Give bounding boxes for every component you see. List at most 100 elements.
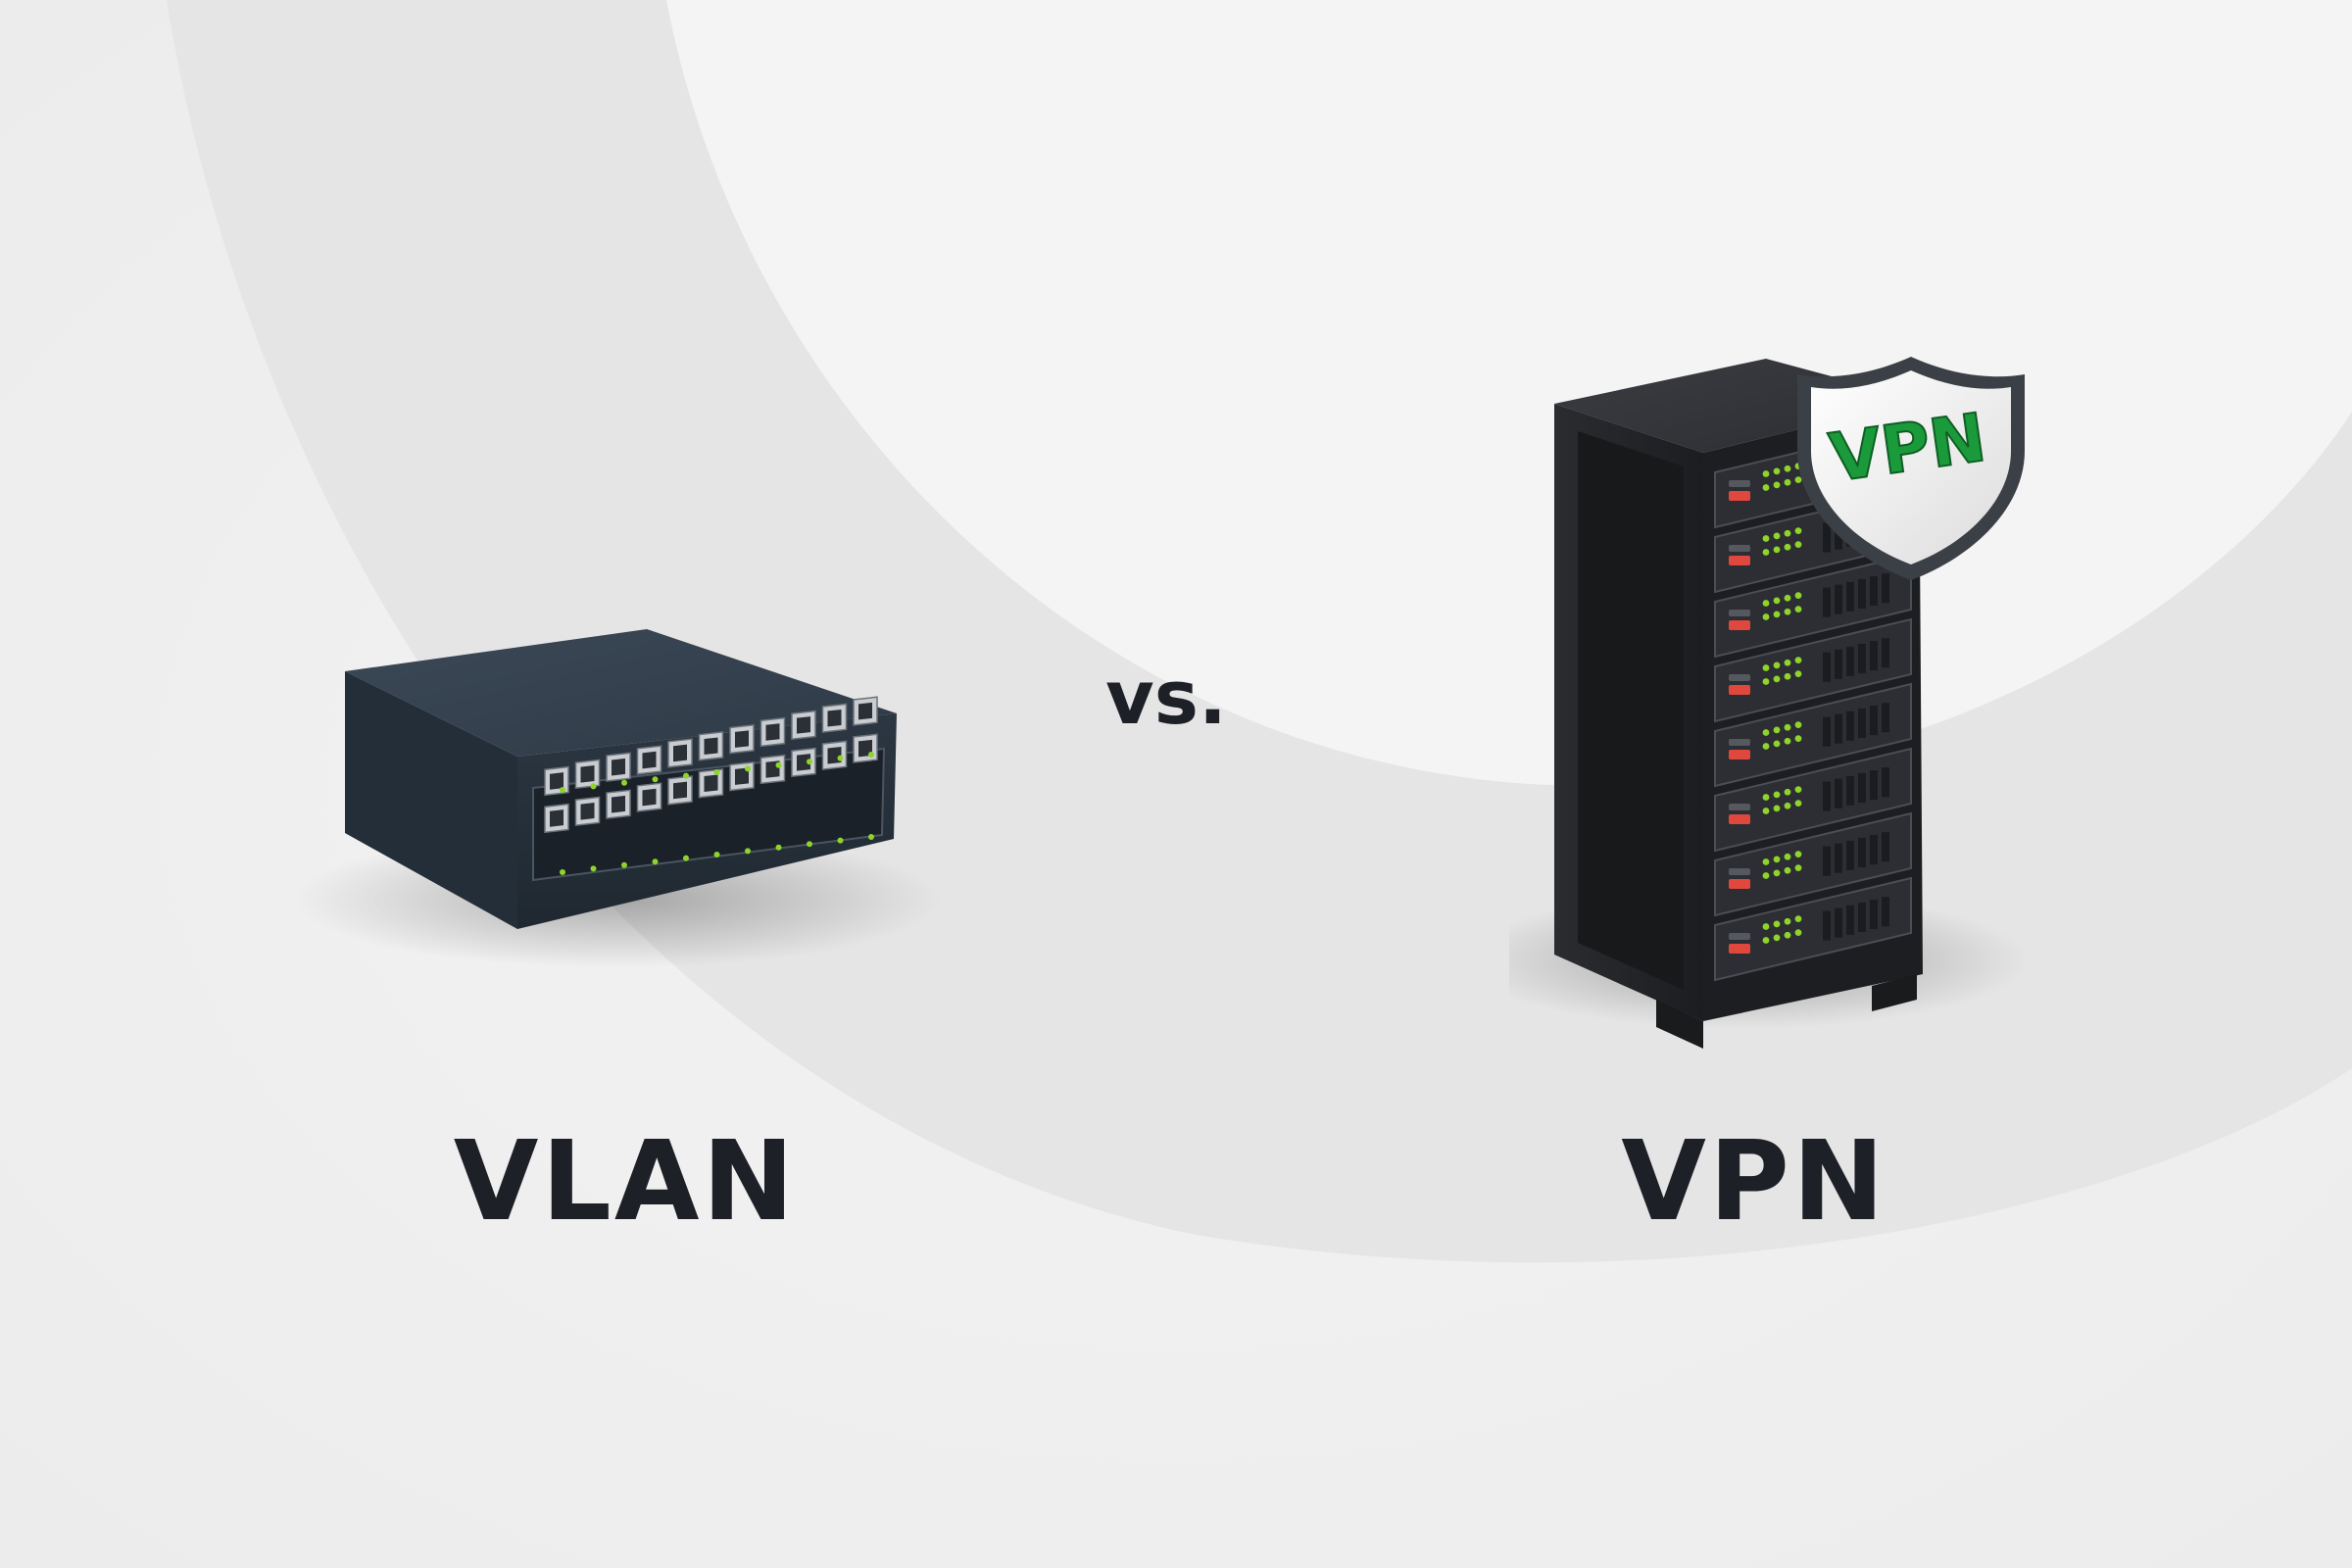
server-led (1773, 481, 1781, 489)
status-led (868, 834, 874, 840)
ethernet-port-socket (827, 709, 842, 727)
ethernet-port-socket (550, 809, 564, 827)
ethernet-port-socket (797, 754, 810, 771)
server-rack-icon: VPN (1509, 357, 2029, 1049)
ethernet-port-socket (735, 767, 749, 785)
server-led (1784, 672, 1791, 680)
server-led (1794, 606, 1802, 612)
server-led (1762, 794, 1770, 801)
ethernet-port-socket (704, 737, 718, 756)
server-led (1794, 915, 1802, 922)
status-led (652, 858, 659, 865)
server-led (1794, 657, 1802, 663)
vlan-label: VLAN (453, 1118, 798, 1246)
server-led (1762, 613, 1770, 620)
server-red-indicator (1729, 879, 1750, 889)
server-red-indicator (1729, 620, 1750, 630)
status-led (837, 837, 844, 844)
server-led (1762, 678, 1770, 685)
status-led (652, 776, 659, 783)
status-led (560, 787, 565, 793)
server-red-indicator (1729, 814, 1750, 824)
server-led (1794, 541, 1802, 548)
rack-foot-left (1656, 1000, 1703, 1049)
server-red-indicator (1729, 750, 1750, 760)
server-led (1762, 743, 1770, 750)
status-led (775, 844, 782, 851)
server-led (1773, 920, 1781, 928)
server-led (1762, 600, 1770, 607)
server-red-indicator (1729, 944, 1750, 954)
status-led (807, 841, 812, 848)
server-led (1794, 800, 1802, 807)
server-led (1794, 929, 1802, 936)
server-vent (1870, 706, 1878, 736)
server-vent (1858, 643, 1866, 673)
server-led (1773, 467, 1781, 475)
server-vent (1823, 781, 1831, 811)
server-red-indicator (1729, 556, 1750, 565)
server-vent (1858, 837, 1866, 867)
status-led (560, 869, 565, 875)
vpn-label: VPN (1621, 1118, 1887, 1246)
server-vent (1846, 905, 1854, 935)
server-led (1773, 805, 1781, 812)
server-led (1773, 597, 1781, 605)
ethernet-port-socket (580, 765, 595, 783)
server-led (1784, 802, 1791, 809)
server-vent (1846, 710, 1854, 741)
server-led (1784, 608, 1791, 615)
server-led (1762, 549, 1770, 556)
server-vent (1835, 649, 1842, 679)
ethernet-port-socket (580, 803, 595, 820)
server-drive-slot (1729, 933, 1750, 940)
server-led (1762, 808, 1770, 814)
server-drive-slot (1729, 868, 1750, 875)
server-led (1784, 478, 1791, 486)
server-led (1784, 659, 1791, 666)
status-led (837, 755, 844, 761)
server-led (1762, 470, 1770, 477)
versus-label: vs. (1105, 654, 1227, 741)
server-led (1762, 664, 1770, 671)
port-panel (532, 696, 886, 882)
server-vent (1882, 703, 1889, 733)
server-vent (1870, 641, 1878, 671)
server-led (1794, 786, 1802, 793)
server-vent (1835, 584, 1842, 614)
server-led (1773, 532, 1781, 540)
server-led (1762, 535, 1770, 542)
server-vent (1882, 897, 1889, 927)
server-red-indicator (1729, 491, 1750, 501)
server-vent (1870, 770, 1878, 801)
server-led (1784, 917, 1791, 925)
status-led (868, 752, 874, 758)
server-vent (1882, 573, 1889, 604)
server-drive-slot (1729, 674, 1750, 681)
server-led (1794, 527, 1802, 534)
status-led (713, 852, 720, 858)
server-vent (1870, 900, 1878, 930)
server-vent (1870, 576, 1878, 607)
server-vent (1858, 708, 1866, 738)
server-led (1784, 594, 1791, 602)
server-led (1784, 866, 1791, 874)
server-drive-slot (1729, 480, 1750, 487)
rack-foot-right (1872, 974, 1917, 1011)
server-led (1773, 934, 1781, 942)
ethernet-port-socket (858, 702, 872, 720)
server-vent (1823, 587, 1831, 617)
server-vent (1823, 522, 1831, 553)
server-led (1773, 791, 1781, 799)
server-drive-slot (1729, 804, 1750, 810)
server-led (1794, 864, 1802, 871)
server-vent (1823, 910, 1831, 941)
server-led (1762, 923, 1770, 930)
server-vent (1823, 846, 1831, 876)
ethernet-port-socket (673, 781, 687, 800)
ethernet-port-socket (642, 788, 657, 807)
server-led (1762, 872, 1770, 879)
server-led (1784, 465, 1791, 472)
server-vent (1835, 713, 1842, 744)
